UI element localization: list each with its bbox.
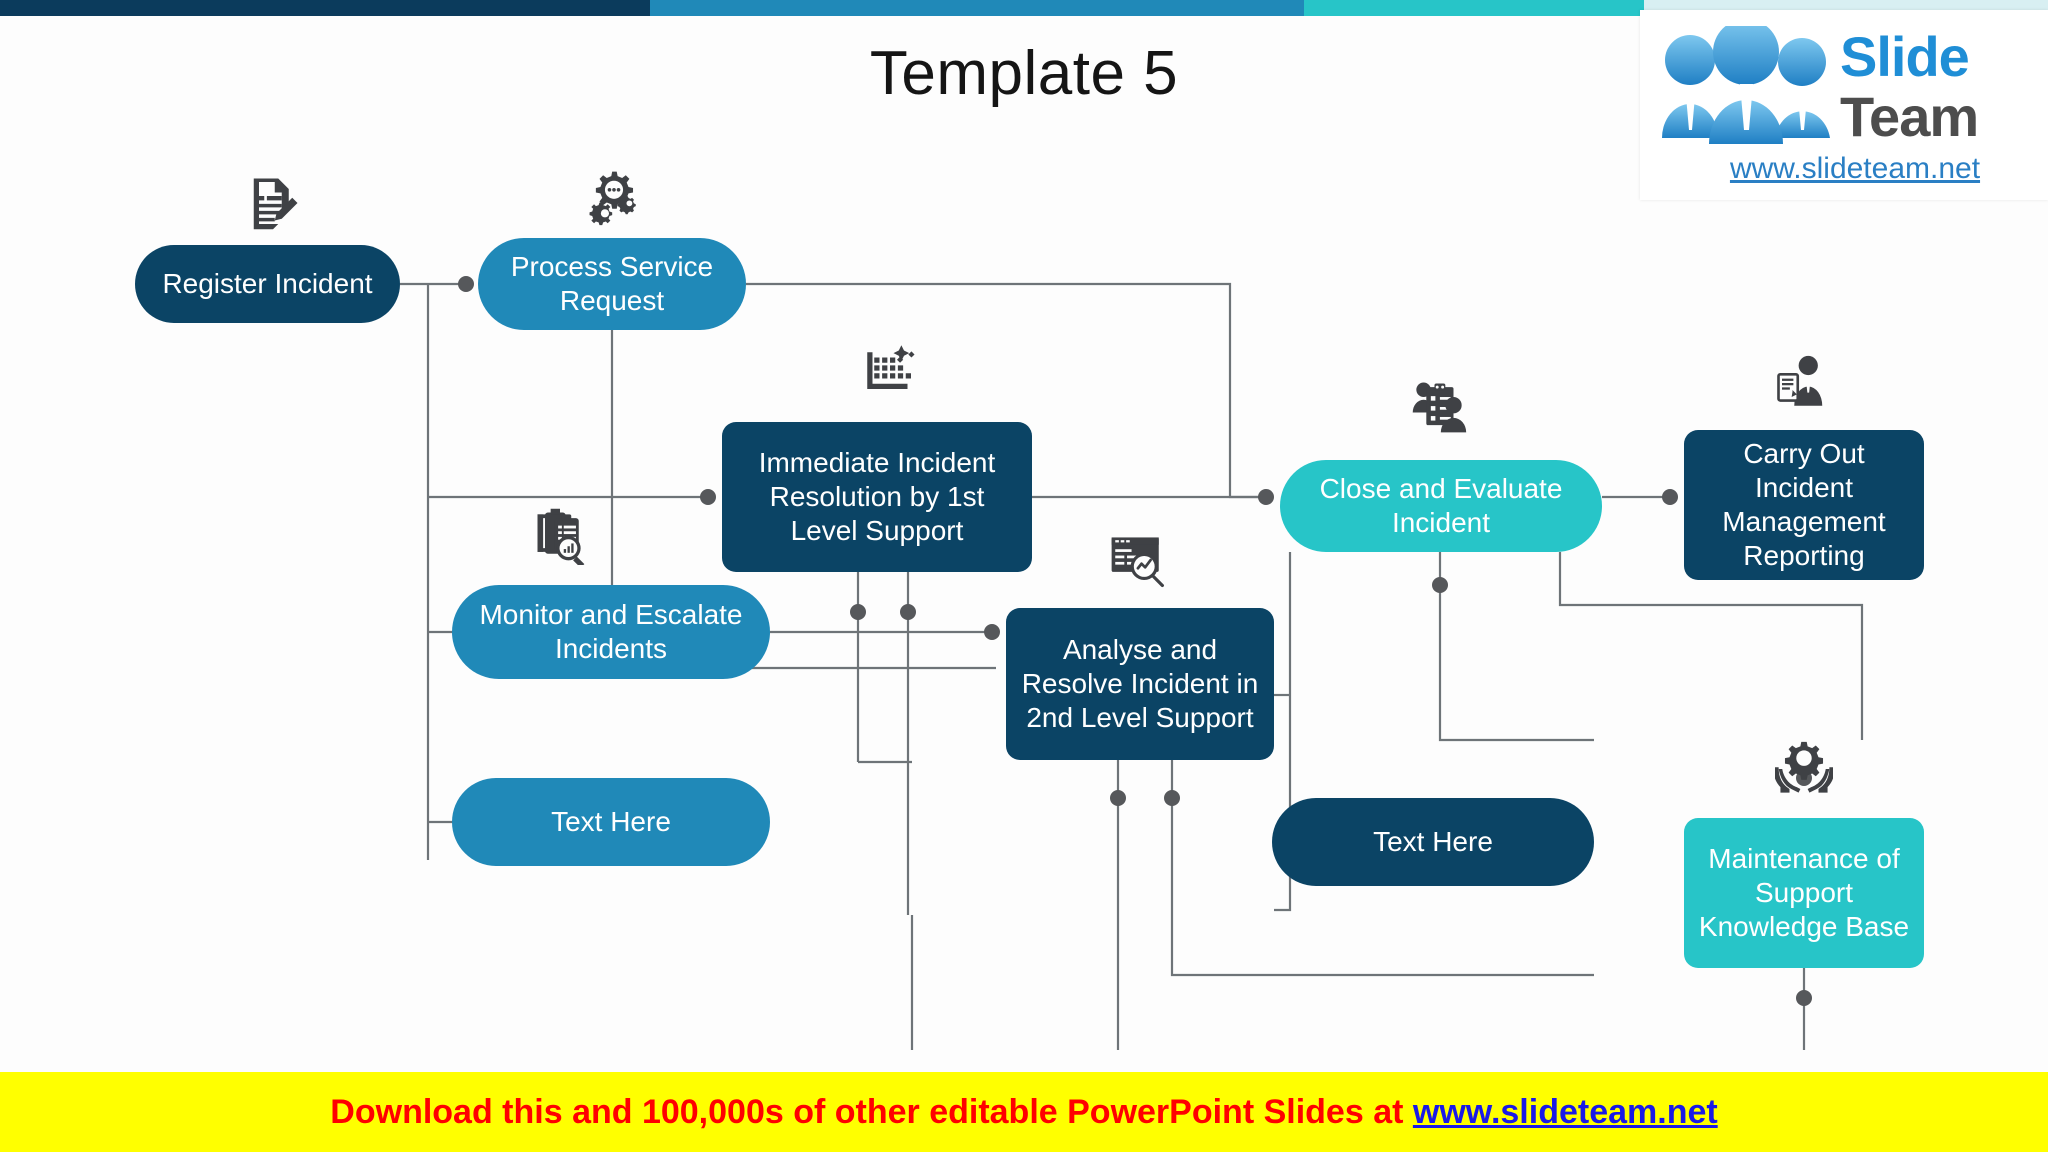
clipboard-search-icon [530, 505, 590, 565]
promo-banner-text: Download this and 100,000s of other edit… [330, 1093, 1717, 1132]
window-chart-search-icon [1108, 532, 1166, 590]
logo-word-slide: Slide [1840, 25, 1970, 88]
promo-banner-link[interactable]: www.slideteam.net [1412, 1092, 1718, 1131]
node-label: Text Here [551, 805, 671, 837]
node-register-incident[interactable]: Register Incident [135, 245, 400, 323]
node-label: Close and Evaluate Incident [1319, 472, 1563, 538]
node-maintenance-knowledge-base[interactable]: Maintenance of Support Knowledge Base [1684, 818, 1924, 968]
node-label: Maintenance of Support Knowledge Base [1698, 842, 1910, 943]
node-label: Register Incident [162, 267, 373, 299]
node-text-here-left[interactable]: Text Here [452, 778, 770, 866]
promo-banner: Download this and 100,000s of other edit… [0, 1072, 2048, 1152]
node-immediate-incident-resolution[interactable]: Immediate Incident Resolution by 1st Lev… [722, 422, 1032, 572]
slideteam-logo[interactable]: Slide Team www.slideteam.net [1640, 10, 2048, 200]
promo-banner-prefix: Download this and 100,000s of other edit… [330, 1092, 1413, 1131]
node-monitor-escalate-incidents[interactable]: Monitor and Escalate Incidents [452, 585, 770, 679]
topbar-segment-blue [650, 0, 1304, 16]
logo-url[interactable]: www.slideteam.net [1729, 152, 1981, 185]
people-checklist-icon [1410, 378, 1468, 436]
gears-icon [585, 168, 643, 226]
node-close-evaluate-incident[interactable]: Close and Evaluate Incident [1280, 460, 1602, 552]
node-process-service-request[interactable]: Process Service Request [478, 238, 746, 330]
node-label: Process Service Request [510, 250, 714, 316]
person-report-icon [1775, 355, 1831, 411]
people-group-icon [1662, 26, 1830, 144]
node-label: Analyse and Resolve Incident in 2nd Leve… [1021, 633, 1259, 734]
flowchart-canvas: Register Incident Process Service Reques… [0, 150, 2048, 1050]
node-label: Monitor and Escalate Incidents [479, 598, 743, 664]
connector-lines [400, 276, 1864, 1050]
page-title: Template 5 [869, 39, 1179, 108]
node-label: Carry Out Incident Management Reporting [1722, 437, 1886, 572]
node-label: Text Here [1373, 825, 1493, 857]
node-label: Immediate Incident Resolution by 1st Lev… [758, 446, 996, 547]
hands-gear-icon [1775, 740, 1833, 798]
node-text-here-right[interactable]: Text Here [1272, 798, 1594, 886]
topbar-segment-teal [1304, 0, 1644, 16]
pixel-grid-icon [862, 340, 918, 396]
node-analyse-resolve-incident[interactable]: Analyse and Resolve Incident in 2nd Leve… [1006, 608, 1274, 760]
node-carry-out-incident-reporting[interactable]: Carry Out Incident Management Reporting [1684, 430, 1924, 580]
document-edit-icon [245, 175, 301, 231]
logo-word-team: Team [1840, 85, 1979, 148]
topbar-segment-dark-navy [0, 0, 650, 16]
